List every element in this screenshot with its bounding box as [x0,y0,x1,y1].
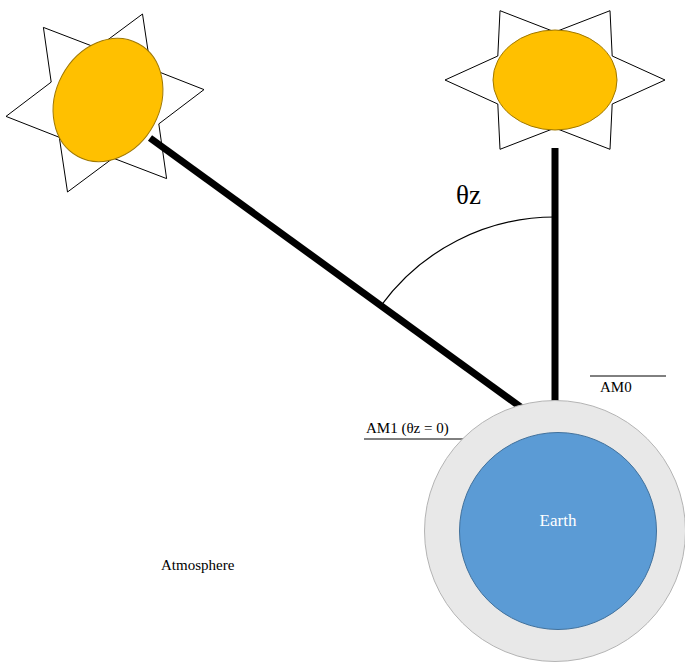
star-outline [445,11,665,150]
earth-circle: Earth [459,432,657,630]
node-label: Earth [540,511,577,531]
air-mass-label: AM1 (θz = 0) [366,421,449,436]
sun-icon [6,14,204,192]
atmosphere-band: AtmosphereEarth [424,400,685,662]
zenith-ray [552,148,559,432]
angle-label: θz [456,182,481,209]
sun-disc [493,30,617,130]
band-label: Atmosphere [161,557,234,574]
angle-arc [381,217,555,306]
star-outline [6,14,204,192]
sun-disc [32,19,184,181]
slant-ray [150,138,555,432]
sun-icon [445,11,665,150]
air-mass-label: AM0 [600,380,632,395]
leader-line [590,376,666,377]
